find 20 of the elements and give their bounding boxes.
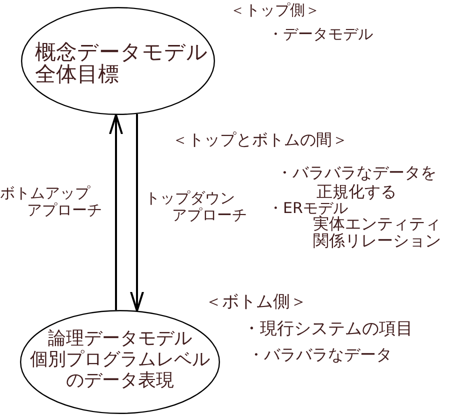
arrow [130,114,144,312]
section-heading: ＜トップ側＞ [230,1,320,19]
section-heading: ＜トップとボトムの間＞ [172,130,348,150]
bullet-item: ・バラバラなデータを正規化する [276,163,438,202]
sub-item: 関係リレーション [313,233,441,250]
ellipse-node [20,310,220,414]
node-title: 概念データモデル [35,40,208,64]
bullet-item: ・データモデル [268,25,373,43]
sub-item: 実体エンティティ [313,216,441,233]
arrow [109,114,123,310]
section-heading: ＜ボトム側＞ [205,292,307,312]
edge-label: ボトムアップアプローチ [0,185,103,219]
node-title: 論理データモデル [48,328,192,349]
bullet-item: ・現行システムの項目 [243,319,413,340]
bullet-item: ・バラバラなデータ [248,345,392,364]
edge-label: トップダウンアプローチ [145,190,248,224]
node-text: 個別プログラムレベルのデータ表現 [28,349,211,391]
node-text: 全体目標 [35,62,119,88]
bullet-item: ・ERモデル [268,201,348,217]
ellipse-node [21,7,215,115]
